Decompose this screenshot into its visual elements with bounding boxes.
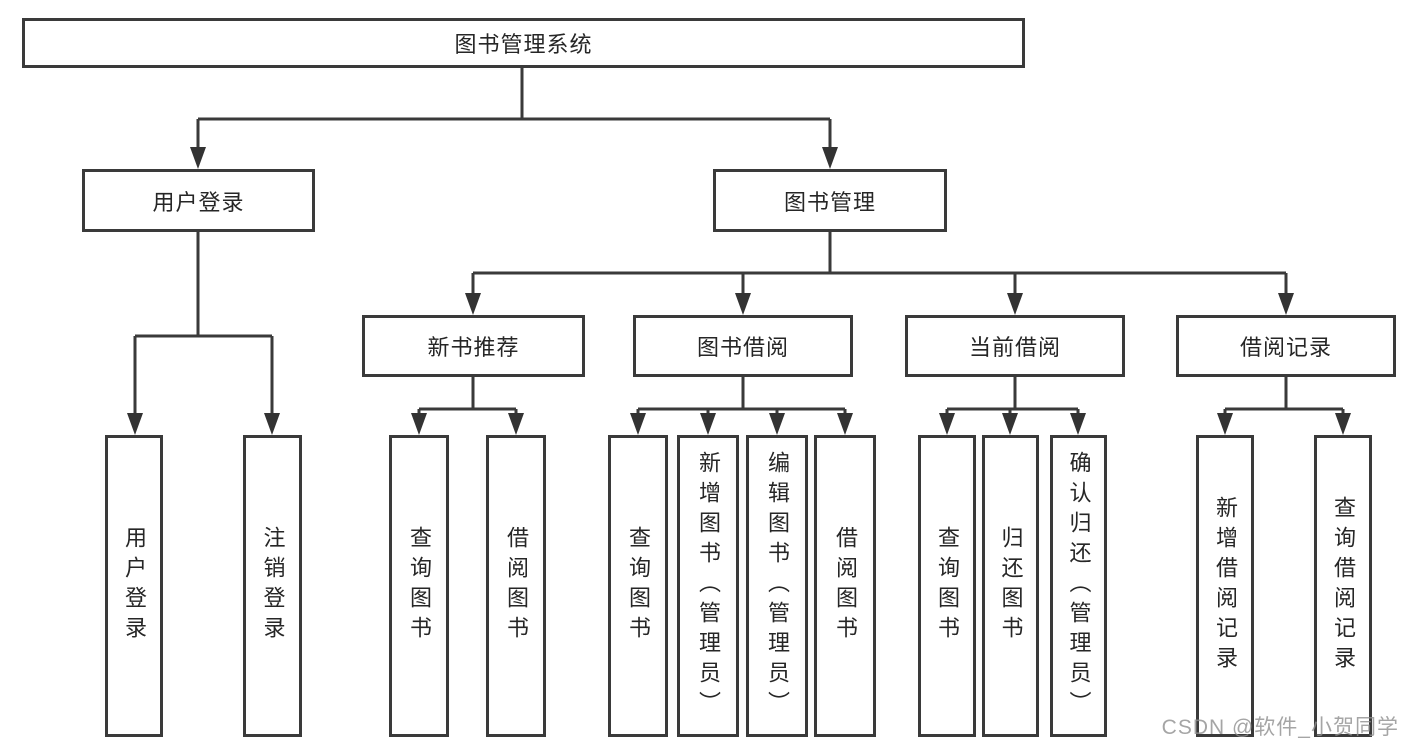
leaf-borrow-books-recommend: 借阅图书: [486, 435, 546, 737]
leaf-query-borrow-record: 查询借阅记录: [1314, 435, 1372, 737]
node-book-management: 图书管理: [713, 169, 947, 232]
leaf-query-books-recommend: 查询图书: [389, 435, 449, 737]
watermark: CSDN @软件_小贺同学: [1161, 716, 1399, 739]
node-current-borrow: 当前借阅: [905, 315, 1125, 377]
leaf-query-books-current: 查询图书: [918, 435, 976, 737]
leaf-confirm-return-admin: 确认归还（管理员）: [1050, 435, 1107, 737]
leaf-borrow-books: 借阅图书: [814, 435, 876, 737]
leaf-logout: 注销登录: [243, 435, 302, 737]
node-new-book-recommend: 新书推荐: [362, 315, 585, 377]
leaf-edit-books-admin: 编辑图书（管理员）: [746, 435, 808, 737]
node-borrow-records: 借阅记录: [1176, 315, 1396, 377]
node-book-borrow: 图书借阅: [633, 315, 853, 377]
leaf-user-login: 用户登录: [105, 435, 163, 737]
connector-lines: [133, 68, 1345, 413]
leaf-add-books-admin: 新增图书（管理员）: [677, 435, 739, 737]
node-user-login: 用户登录: [82, 169, 315, 232]
leaf-query-books-borrow: 查询图书: [608, 435, 668, 737]
leaf-return-books: 归还图书: [982, 435, 1039, 737]
leaf-add-borrow-record: 新增借阅记录: [1196, 435, 1254, 737]
node-root-system: 图书管理系统: [22, 18, 1025, 68]
